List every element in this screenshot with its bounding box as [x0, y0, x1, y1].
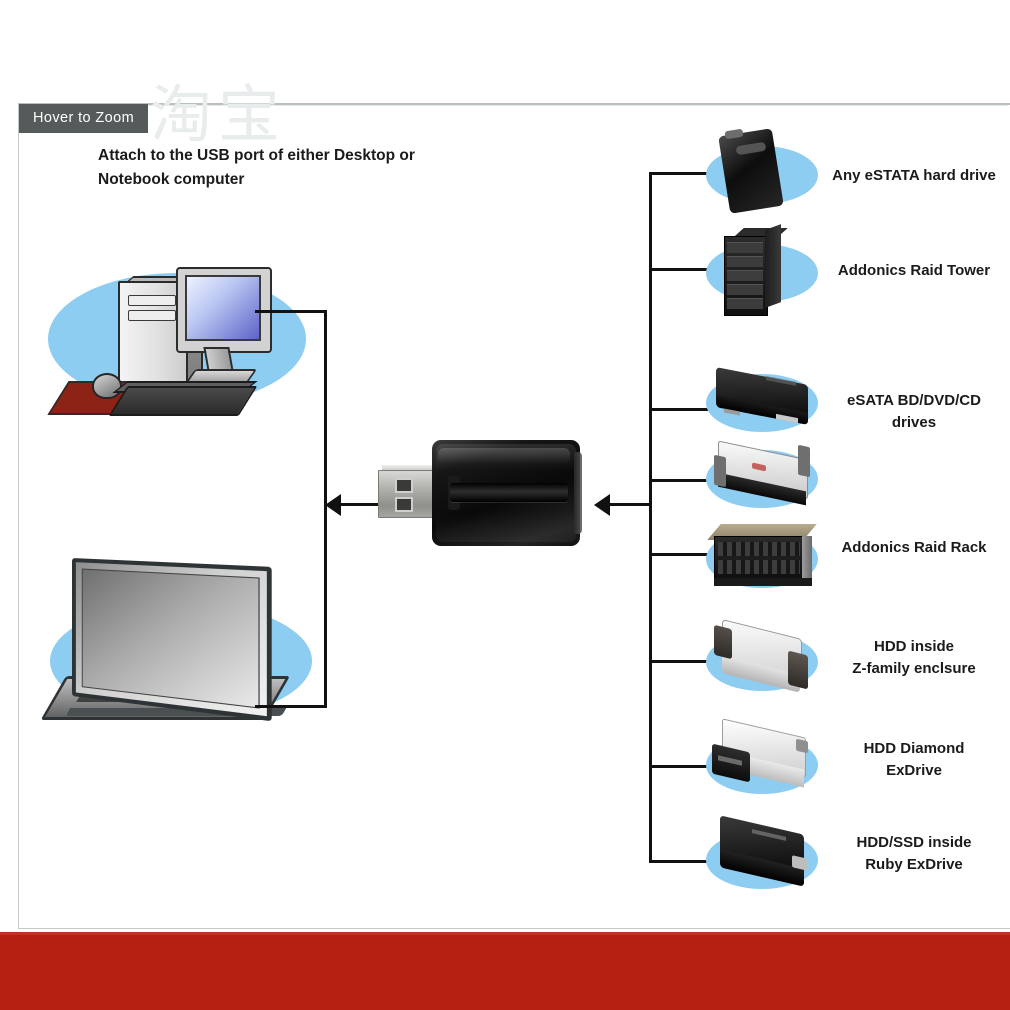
- notebook-computer-illustration: [40, 552, 325, 732]
- adapter-highlight: [438, 448, 570, 464]
- hdd-rail-left: [714, 454, 726, 488]
- label-ruby-exdrive-line1: HDD/SSD inside: [856, 834, 972, 851]
- tower-side: [765, 224, 781, 308]
- adapter-right-edge: [574, 452, 582, 534]
- device-external-hard-drive: [700, 128, 825, 220]
- diamond-rear-port: [796, 738, 808, 754]
- device-optical-drive: [700, 356, 825, 448]
- device-raid-tower: [700, 224, 825, 318]
- label-diamond-exdrive-line1: HDD Diamond: [863, 740, 965, 757]
- right-arrow-shaft: [608, 503, 652, 506]
- rack-slots-row-1: [718, 542, 800, 556]
- right-branch-4: [649, 479, 711, 482]
- usb-plug-top-edge: [382, 465, 436, 471]
- rack-bottom: [714, 578, 812, 586]
- intro-instruction-text: Attach to the USB port of either Desktop…: [98, 147, 415, 188]
- right-branch-8: [649, 860, 711, 863]
- tower-bay-2: [128, 310, 176, 321]
- right-branch-7: [649, 765, 711, 768]
- bottom-red-bar: [0, 932, 1010, 1010]
- label-esata-optical-line2: drives: [891, 414, 937, 431]
- z-cap-right: [788, 650, 808, 690]
- tower-bay-d: [727, 284, 763, 295]
- label-addonics-raid-tower: Addonics Raid Tower: [837, 262, 991, 279]
- usb-a-connector: [378, 470, 438, 518]
- label-ruby-exdrive-line2: Ruby ExDrive: [865, 856, 963, 873]
- esata-port-slot: [450, 483, 568, 502]
- tower-bay-a: [727, 242, 763, 253]
- tower-bay-b: [727, 256, 763, 267]
- device-raid-rack: [700, 512, 825, 604]
- frame-top-accent: [19, 105, 1008, 106]
- z-cap-left: [714, 624, 732, 660]
- right-trunk: [649, 172, 652, 862]
- tower-bay-c: [727, 270, 763, 281]
- monitor-screen: [185, 275, 261, 341]
- watermark-text: 淘宝: [150, 78, 287, 151]
- rack-slots-row-2: [718, 560, 800, 574]
- device-ruby-exdrive: [700, 813, 825, 905]
- right-branch-5: [649, 553, 711, 556]
- right-branch-3: [649, 408, 711, 411]
- device-z-family-enclosure: [700, 615, 825, 707]
- device-diamond-exdrive: [700, 718, 825, 810]
- hdd-shell: [718, 128, 784, 214]
- desktop-computer-illustration: [40, 255, 315, 430]
- usb-pin-2: [395, 497, 413, 512]
- device-bare-hard-drive: [700, 432, 825, 524]
- right-arrow-head: [594, 494, 610, 516]
- bottom-red-bar-highlight: [0, 932, 1010, 935]
- tower-bay-1: [128, 295, 176, 306]
- usb-pin-1: [395, 478, 413, 493]
- label-esata-optical-line1: eSATA BD/DVD/CD: [847, 392, 981, 409]
- label-z-family-line1: HDD inside: [873, 638, 954, 655]
- right-branch-2: [649, 268, 711, 271]
- hover-to-zoom-badge[interactable]: Hover to Zoom: [19, 104, 149, 133]
- right-branch-6: [649, 660, 711, 663]
- tower-bay-e: [727, 298, 763, 309]
- label-z-family-line2: Z-family enclsure: [852, 660, 976, 677]
- label-diamond-exdrive-line2: ExDrive: [886, 762, 942, 779]
- label-any-esata-hard-drive: Any eSTATA hard drive: [832, 167, 996, 184]
- usb-to-esata-adapter-icon: [378, 438, 598, 553]
- right-branch-1: [649, 172, 711, 175]
- hdd-rail-right: [798, 444, 810, 478]
- rack-ear-right: [802, 536, 812, 580]
- label-addonics-raid-rack: Addonics Raid Rack: [841, 539, 987, 556]
